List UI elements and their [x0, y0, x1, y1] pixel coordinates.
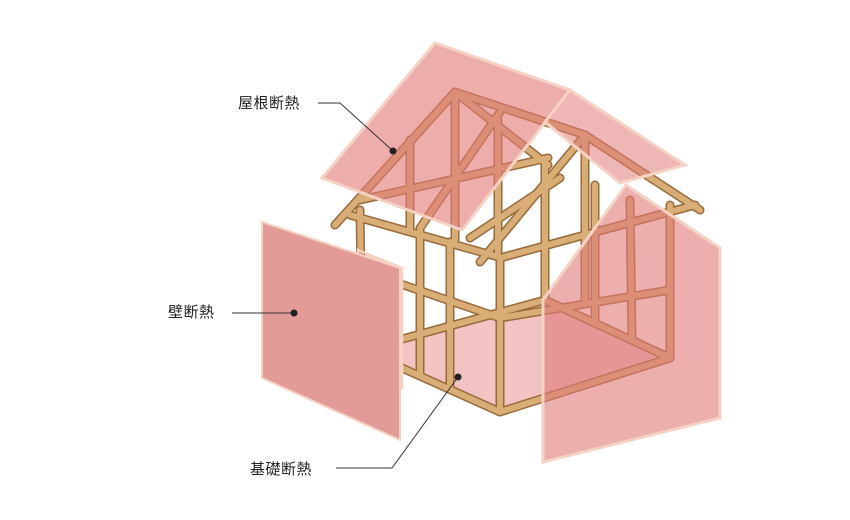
foundation-insulation-label: 基礎断熱	[250, 460, 313, 478]
leader-roof	[318, 102, 397, 155]
roof-insulation-label: 屋根断熱	[238, 94, 301, 112]
leader-wall	[232, 309, 298, 317]
leader-foundation	[336, 373, 462, 469]
roof-insulation-panel-right	[542, 87, 689, 185]
wall-insulation-panel-left	[261, 220, 401, 442]
wall-insulation-panel-right	[541, 182, 722, 464]
wall-insulation-label: 壁断熱	[168, 303, 215, 321]
